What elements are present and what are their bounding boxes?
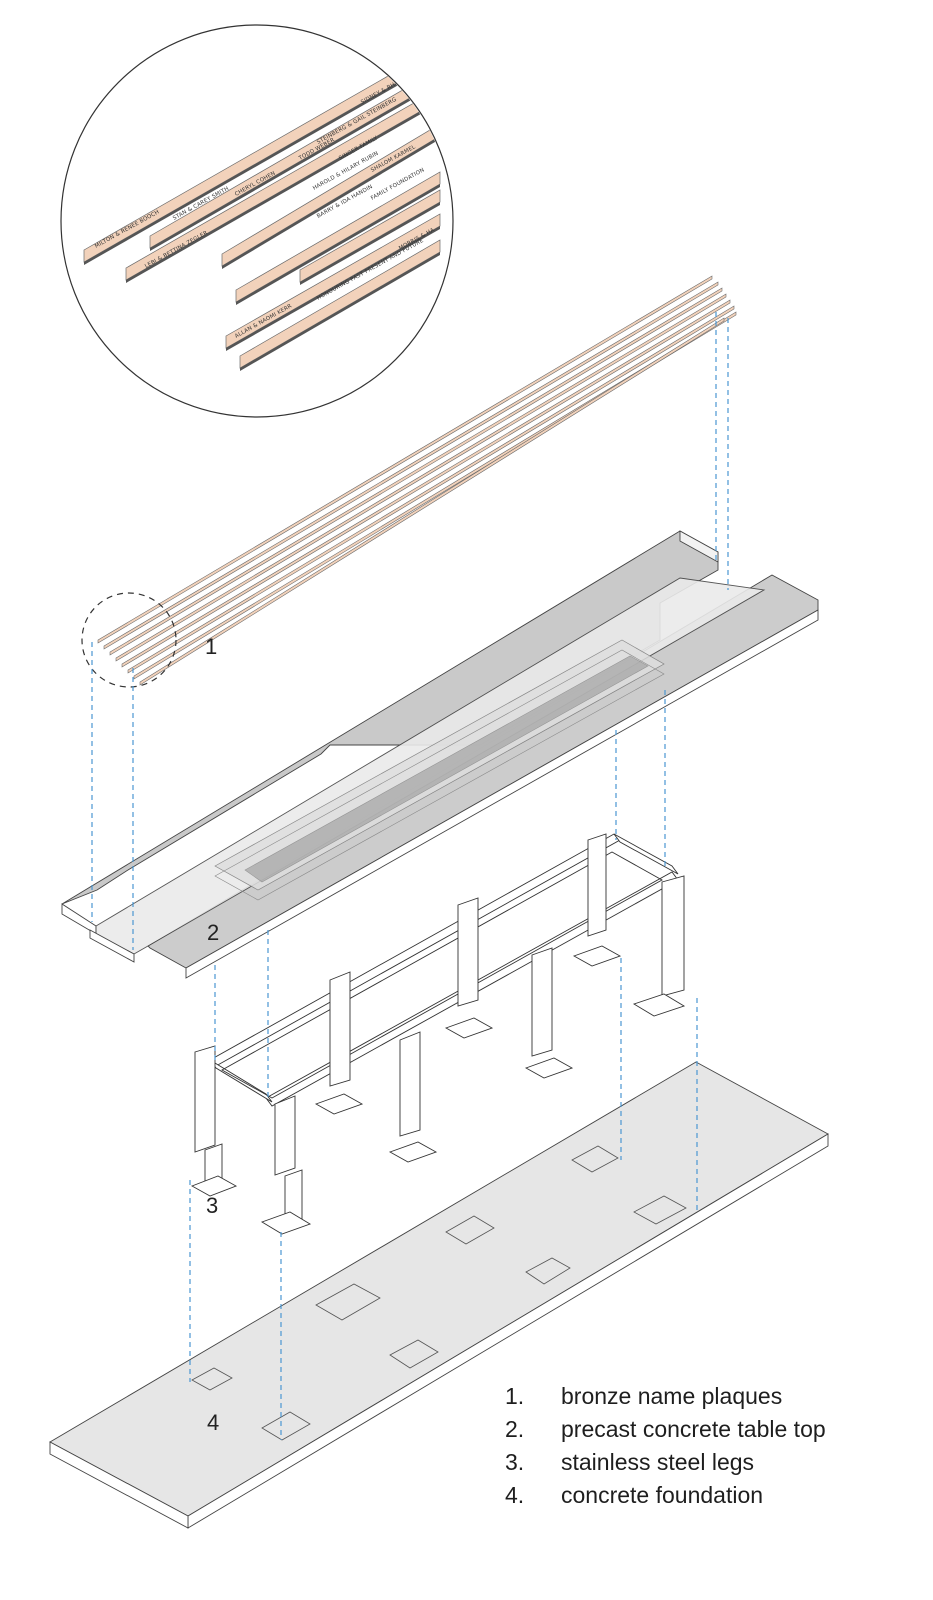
plaque-strip — [115, 293, 727, 662]
leg-base — [524, 1057, 574, 1079]
precast-concrete-table-top — [61, 530, 819, 979]
magnified-plaque — [235, 171, 441, 305]
leg-group — [190, 833, 686, 1235]
legend-item: 1. bronze name plaques — [505, 1380, 826, 1413]
legend: 1. bronze name plaques 2. precast concre… — [505, 1380, 826, 1512]
footing-recess — [525, 1257, 571, 1285]
leg-post — [329, 971, 351, 1087]
bronze-plaques — [97, 275, 737, 686]
legend-label: precast concrete table top — [561, 1416, 826, 1442]
plaque-strip — [121, 299, 731, 668]
foundation-left-face — [49, 1441, 189, 1529]
plaque-strip — [103, 281, 719, 650]
legend-label: bronze name plaques — [561, 1383, 783, 1409]
legend-item: 3. stainless steel legs — [505, 1446, 826, 1479]
magnified-plaque — [299, 189, 441, 285]
leg-base — [572, 945, 622, 967]
plaque-strip — [97, 275, 713, 644]
legend-label: stainless steel legs — [561, 1449, 755, 1475]
tabletop-trough-outline — [214, 649, 665, 901]
footing-recess — [315, 1283, 381, 1321]
legend-label: concrete foundation — [561, 1482, 764, 1508]
leg-post — [661, 875, 685, 997]
plaque-strip — [133, 311, 737, 680]
footing-recess — [633, 1195, 687, 1225]
leg-base — [314, 1093, 364, 1115]
footing-recess — [445, 1215, 495, 1245]
legend-item: 4. concrete foundation — [505, 1479, 826, 1512]
frame-inner — [221, 851, 663, 1099]
legend-number: 1. — [505, 1383, 525, 1409]
callout-1: 1 — [205, 634, 218, 659]
leg-base — [388, 1141, 438, 1163]
plaque-strip — [139, 317, 725, 686]
leg-post — [457, 897, 479, 1007]
callout-2: 2 — [207, 920, 220, 945]
leg-post — [399, 1031, 421, 1137]
leg-base — [260, 1211, 312, 1235]
leg-post — [531, 947, 553, 1057]
magnified-plaque — [239, 239, 441, 371]
leg-base — [632, 993, 686, 1017]
stainless-steel-legs — [190, 833, 686, 1235]
tabletop-underside — [89, 929, 135, 963]
alignment-guides — [91, 312, 729, 1440]
footing-recess — [191, 1367, 233, 1391]
leg-base — [444, 1017, 494, 1039]
leg-post — [587, 833, 607, 937]
tabletop-rear-front — [61, 903, 97, 935]
plaque-strip — [127, 305, 735, 674]
tabletop-trough-inner — [244, 655, 649, 883]
detail-marker-circle — [81, 592, 177, 688]
footing-recess — [389, 1339, 439, 1369]
legend-number: 4. — [505, 1482, 525, 1508]
concrete-foundation — [49, 1061, 829, 1529]
callout-4: 4 — [207, 1410, 220, 1435]
frame-rail-end-right — [613, 833, 679, 875]
legend-item: 2. precast concrete table top — [505, 1413, 826, 1446]
magnified-plaque — [225, 213, 441, 351]
callout-3: 3 — [206, 1193, 219, 1218]
footing-recess — [571, 1145, 619, 1173]
legend-number: 3. — [505, 1449, 525, 1475]
legend-number: 2. — [505, 1416, 525, 1442]
leg-base — [190, 1175, 238, 1197]
tabletop-front-face — [185, 609, 819, 979]
plaque-strip — [109, 287, 723, 656]
leg-post — [274, 1095, 296, 1176]
leg-post — [194, 1045, 216, 1153]
footing-recess — [261, 1411, 311, 1441]
tabletop-rear-side — [679, 530, 719, 563]
